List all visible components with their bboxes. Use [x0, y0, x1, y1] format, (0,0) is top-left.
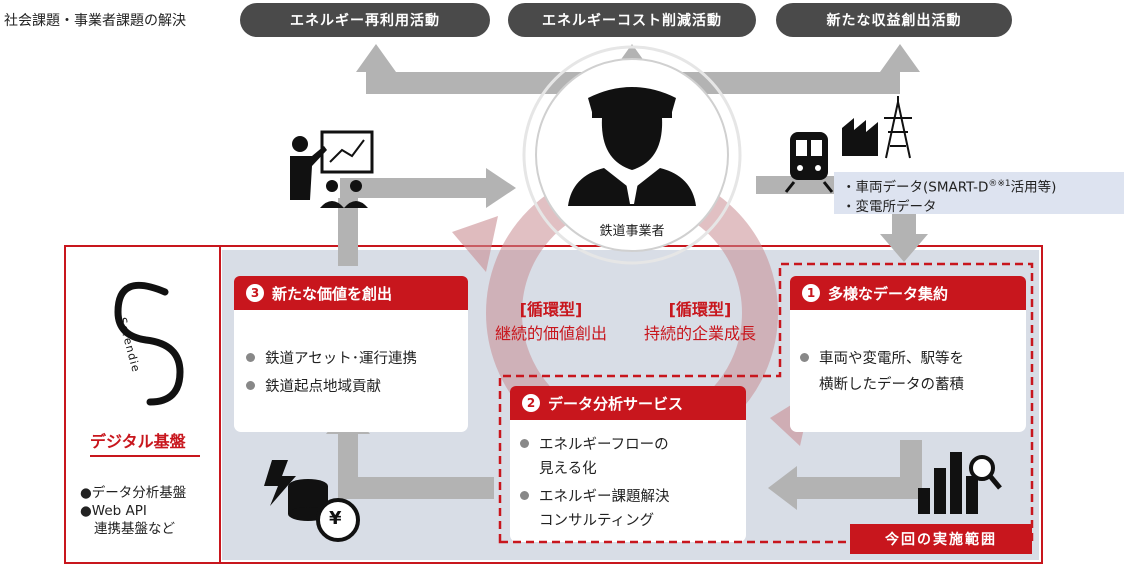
data-sources-box	[834, 172, 1124, 214]
railway-operator-icon	[568, 87, 696, 206]
box2-title: データ分析サービス	[548, 394, 684, 413]
box1-line-2: 横断したデータの蓄積	[819, 377, 964, 393]
box2-number: 2	[522, 394, 540, 412]
box3-item-region: 鉄道起点地域貢献	[246, 376, 381, 398]
cycle-tag-1: [循環型]	[519, 300, 583, 319]
pill-energy-cost-reduction: エネルギーコスト削減活動	[508, 3, 756, 37]
data-source-sup: ®※1	[988, 179, 1011, 189]
box1-title: 多様なデータ集約	[828, 284, 949, 303]
box2-card	[510, 386, 746, 542]
yen-icon: ¥	[329, 508, 342, 529]
box2-item-flow-2: 見える化	[539, 461, 597, 477]
box2-item-consult-2: コンサルティング	[539, 513, 655, 529]
platform-item-linkage: 連携基盤など	[94, 521, 175, 537]
data-source-vehicle-end: 活用等)	[1010, 179, 1057, 196]
platform-title: デジタル基盤	[90, 432, 186, 451]
analysis-chart-icon	[918, 452, 1002, 514]
scope-label-bg	[850, 524, 1032, 554]
factory-icon	[842, 118, 878, 156]
data-sources-text: ・車両データ(SMART-D®※1活用等) ・変電所データ	[842, 175, 1056, 217]
box2-item-consult: エネルギー課題解決	[520, 486, 670, 508]
box1-card	[790, 276, 1026, 432]
box2-header: 2 データ分析サービス	[510, 386, 746, 420]
operator-label: 鉄道事業者	[599, 224, 665, 239]
cycle-arrowhead-left	[452, 216, 498, 272]
box3-item-region-text: 鉄道起点地域貢献	[265, 379, 381, 395]
pill-energy-reuse: エネルギー再利用活動	[240, 3, 490, 37]
box3-item-asset-text: 鉄道アセット･運行連携	[265, 351, 417, 367]
box3-header: 3 新たな価値を創出	[234, 276, 468, 310]
box2-item-flow: エネルギーフローの	[520, 434, 669, 456]
box3-item-asset: 鉄道アセット･運行連携	[246, 348, 417, 370]
box2-item-flow-text: エネルギーフローの	[539, 437, 669, 453]
top-label: 社会課題・事業者課題の解決	[4, 13, 186, 29]
power-tower-icon	[884, 96, 912, 159]
box3-number: 3	[246, 284, 264, 302]
platform-item-webapi: ●Web API	[80, 503, 147, 519]
presenter-icon	[290, 130, 374, 208]
serendie-logo	[114, 281, 184, 406]
cycle-tag-2: [循環型]	[668, 300, 732, 319]
box3-title: 新たな価値を創出	[272, 284, 393, 303]
box1-header: 1 多様なデータ集約	[790, 276, 1026, 310]
data-source-substation: ・変電所データ	[842, 198, 937, 215]
cycle-text-1: 継続的価値創出	[494, 324, 607, 343]
data-source-vehicle: ・車両データ(SMART-D	[842, 179, 989, 196]
platform-item-analysis: ●データ分析基盤	[80, 485, 187, 501]
pill-new-revenue: 新たな収益創出活動	[776, 3, 1012, 37]
train-icon	[784, 132, 834, 193]
box1-line-1: 車両や変電所、駅等を	[800, 348, 964, 370]
scope-label: 今回の実施範囲	[885, 532, 997, 548]
box1-line-1-text: 車両や変電所、駅等を	[819, 351, 964, 367]
cycle-text-2: 持続的企業成長	[643, 324, 756, 343]
coins-yen-icon	[264, 460, 360, 542]
box3-card	[234, 276, 468, 432]
box1-number: 1	[802, 284, 820, 302]
left-arrows	[338, 168, 516, 266]
box2-item-consult-text: エネルギー課題解決	[539, 489, 670, 505]
platform-items: ●データ分析基盤 ●Web API 連携基盤など	[80, 484, 186, 538]
operator-halo	[522, 45, 742, 265]
